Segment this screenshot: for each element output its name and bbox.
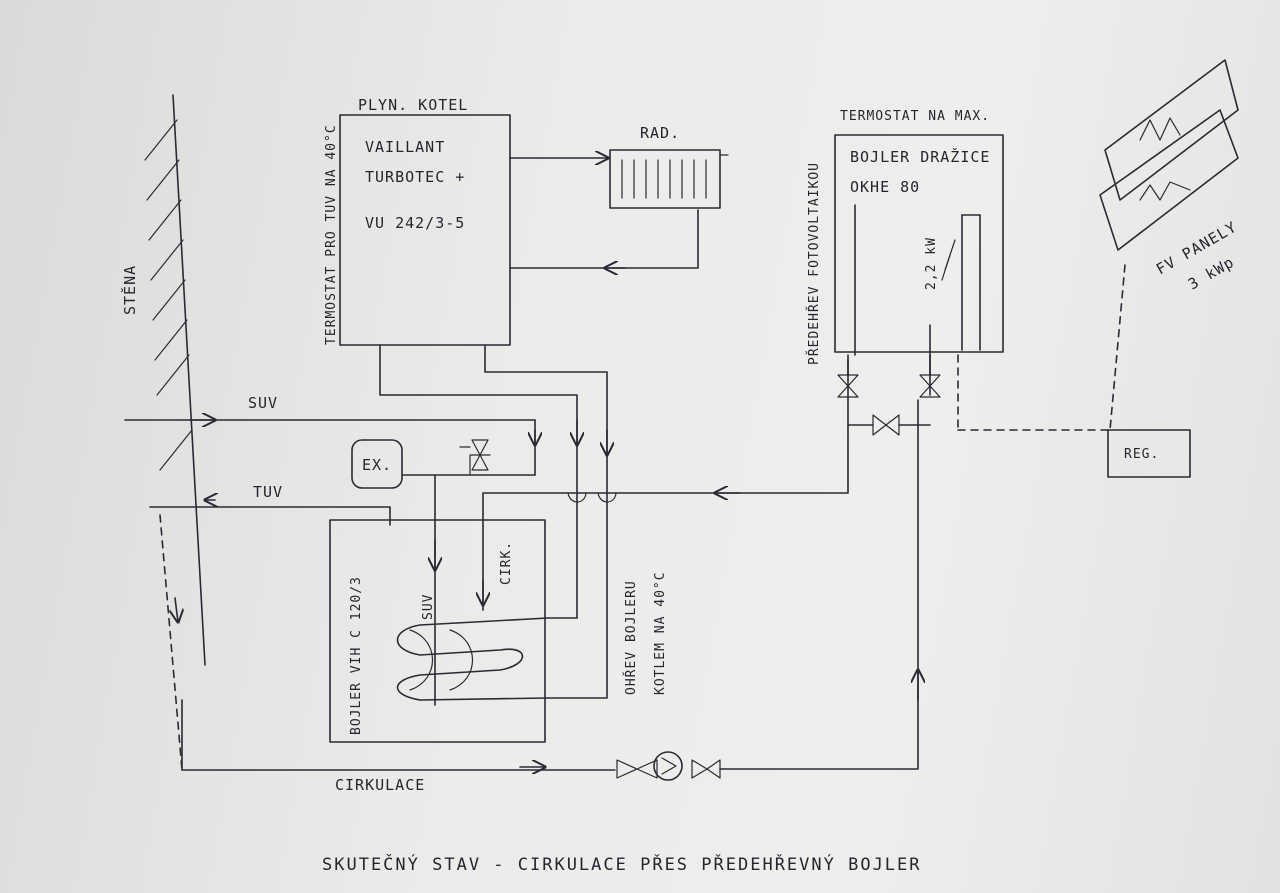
circulation-pipe: [181, 699, 616, 771]
pipe-crossings: [567, 492, 617, 503]
heating-note-line2: KOTLEM NA 40°C: [653, 571, 668, 695]
preheat-valves: [837, 354, 941, 436]
heater-power-label: 2,2 kW: [924, 237, 939, 290]
heating-coil: [396, 617, 549, 701]
coil-supply-pipe: [379, 344, 578, 619]
hot-water-down-dashed: [159, 514, 183, 771]
pv-preheat-label: PŘEDEHŘEV FOTOVOLTAIKOU: [806, 162, 822, 365]
gas-boiler-line2: TURBOTEC +: [365, 168, 465, 186]
thermostat-max-label: TERMOSTAT NA MAX.: [840, 109, 990, 124]
thermostat-boiler-label: TERMOSTAT PRO TUV NA 40°C: [324, 124, 339, 345]
gas-boiler-title: PLYN. KOTEL: [358, 96, 468, 114]
wall: [144, 94, 206, 666]
main-tank-box: [329, 519, 546, 743]
radiator-return-pipe: [599, 209, 699, 269]
radiator-label: RAD.: [640, 124, 680, 142]
gas-boiler-line1: VAILLANT: [365, 138, 445, 156]
circulation-riser: [719, 399, 919, 770]
gas-boiler-line3: VU 242/3-5: [365, 214, 465, 232]
tank-cirk-label: CIRK.: [499, 541, 514, 585]
circulation-to-tank: [482, 359, 849, 611]
heating-note-line1: OHŘEV BOJLERU: [623, 580, 639, 695]
pv-panels: [1099, 59, 1239, 251]
circulation-label: CIRKULACE: [335, 776, 425, 794]
electric-heater: [941, 214, 981, 351]
gas-boiler-box: [339, 114, 511, 346]
circulation-pump: [616, 751, 721, 781]
tank-suv-label: SUV: [421, 594, 436, 620]
cold-water-label: SUV: [248, 394, 278, 412]
coil-return-pipe: [484, 344, 608, 699]
radiator: [609, 149, 729, 209]
preheat-tank-line1: BOJLER DRAŽICE: [850, 147, 990, 166]
hot-water-label: TUV: [253, 483, 283, 501]
regulator-box: [1107, 429, 1191, 478]
expansion-vessel: [351, 439, 403, 489]
preheat-tank-box: [834, 134, 1004, 353]
wall-hatching: [144, 119, 193, 471]
preheat-tank-line2: OKHE 80: [850, 178, 920, 196]
footer-title: SKUTEČNÝ STAV - CIRKULACE PŘES PŘEDEHŘEV…: [322, 853, 922, 875]
hot-water-pipe: [149, 506, 391, 526]
expansion-label: EX.: [362, 456, 392, 474]
regulator-label: REG.: [1124, 447, 1159, 462]
safety-valve: [459, 439, 491, 476]
wall-label: STĚNA: [120, 265, 139, 315]
main-tank-label: BOJLER VIH C 120/3: [349, 576, 364, 735]
